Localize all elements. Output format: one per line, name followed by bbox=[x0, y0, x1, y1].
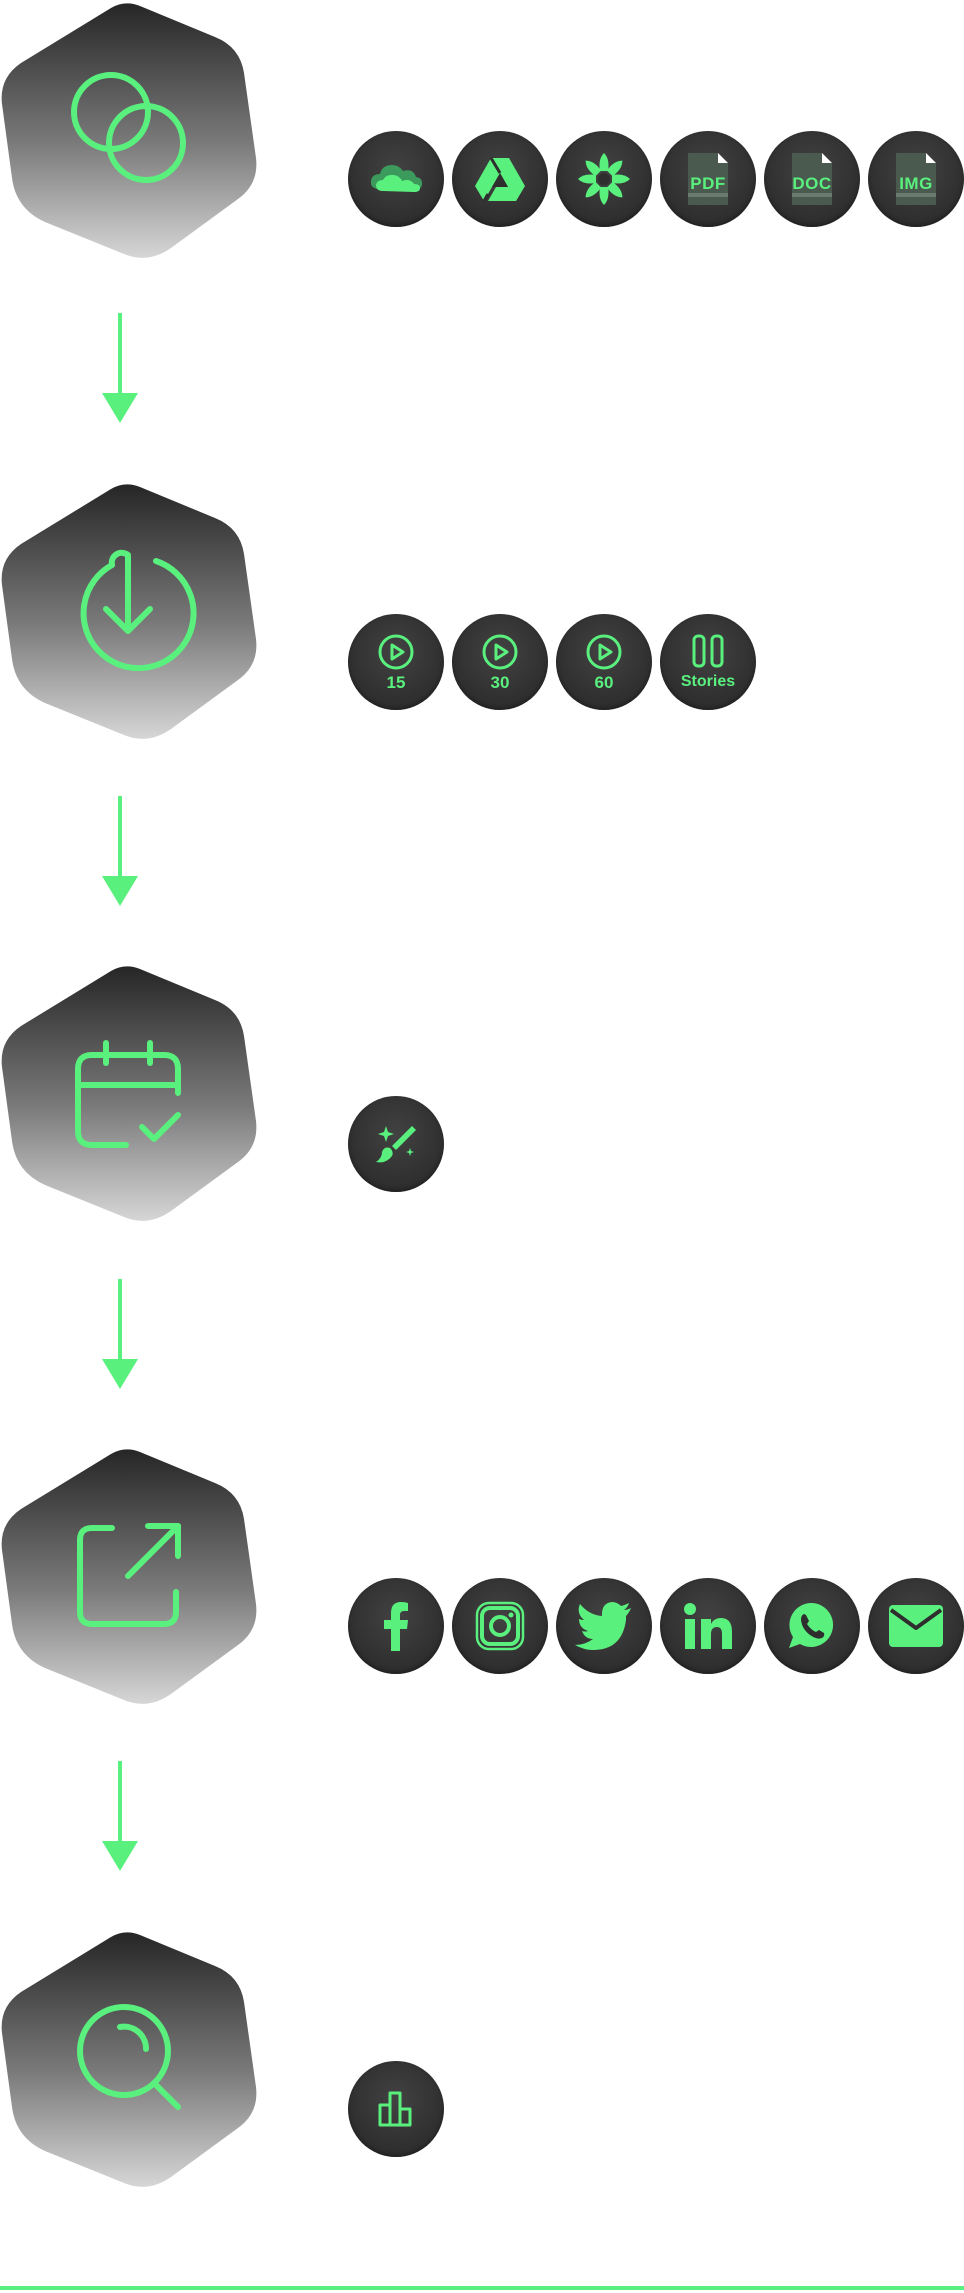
facebook-button[interactable] bbox=[348, 1578, 444, 1674]
play-circle-icon bbox=[586, 634, 622, 669]
step-5-hexagon bbox=[0, 1929, 260, 2189]
flower-logo-icon bbox=[578, 153, 630, 205]
share-external-icon bbox=[77, 1523, 181, 1627]
facebook-icon bbox=[384, 1602, 408, 1651]
analytics-button[interactable] bbox=[348, 2061, 444, 2157]
duration-30-label: 30 bbox=[490, 672, 510, 692]
whatsapp-icon bbox=[789, 1602, 834, 1648]
step-5-integrations bbox=[348, 2061, 452, 2157]
email-button[interactable] bbox=[868, 1578, 964, 1674]
bottom-accent-line bbox=[0, 2286, 964, 2290]
step-4-hexagon bbox=[0, 1446, 260, 1706]
img-file-icon bbox=[896, 153, 936, 205]
step-4-integrations bbox=[348, 1578, 964, 1674]
stories-label: Stories bbox=[680, 673, 736, 690]
duration-15-label: 15 bbox=[386, 672, 406, 692]
step-3-hexagon bbox=[0, 963, 260, 1223]
pdf-file-icon bbox=[688, 153, 728, 205]
play-circle-icon bbox=[482, 634, 518, 669]
img-label: IMG bbox=[899, 174, 933, 193]
bar-chart-icon bbox=[378, 2091, 412, 2127]
step-2-integrations: 15 30 60 Stories bbox=[348, 614, 764, 710]
calendar-check-icon bbox=[75, 1040, 181, 1148]
stories-button[interactable]: Stories bbox=[660, 614, 756, 710]
instagram-button[interactable] bbox=[452, 1578, 548, 1674]
google-drive-icon bbox=[475, 157, 525, 202]
magic-brush-icon bbox=[376, 1126, 416, 1163]
duration-30-button[interactable]: 30 bbox=[452, 614, 548, 710]
twitter-icon bbox=[575, 1602, 631, 1650]
doc-file-icon bbox=[792, 153, 832, 205]
duration-60-label: 60 bbox=[594, 672, 614, 692]
overlapping-circles-icon bbox=[71, 72, 186, 183]
flower-logo-button[interactable] bbox=[556, 131, 652, 227]
whatsapp-button[interactable] bbox=[764, 1578, 860, 1674]
step-1-hexagon bbox=[0, 0, 260, 260]
play-circle-icon bbox=[378, 634, 414, 669]
onedrive-icon bbox=[370, 165, 423, 192]
magic-brush-button[interactable] bbox=[348, 1096, 444, 1192]
email-icon bbox=[889, 1605, 943, 1647]
flow-arrow-1 bbox=[100, 313, 140, 423]
pdf-file-button[interactable]: PDF bbox=[660, 131, 756, 227]
flow-arrow-4 bbox=[100, 1761, 140, 1871]
onedrive-button[interactable] bbox=[348, 131, 444, 227]
linkedin-icon bbox=[684, 1603, 732, 1649]
duration-15-button[interactable]: 15 bbox=[348, 614, 444, 710]
step-2-hexagon bbox=[0, 481, 260, 741]
pdf-label: PDF bbox=[690, 174, 726, 193]
duration-60-button[interactable]: 60 bbox=[556, 614, 652, 710]
flow-arrow-3 bbox=[100, 1279, 140, 1389]
search-icon bbox=[77, 2004, 181, 2110]
img-file-button[interactable]: IMG bbox=[868, 131, 964, 227]
linkedin-button[interactable] bbox=[660, 1578, 756, 1674]
step-3-integrations bbox=[348, 1096, 452, 1192]
flow-arrow-2 bbox=[100, 796, 140, 906]
twitter-button[interactable] bbox=[556, 1578, 652, 1674]
stories-icon bbox=[692, 634, 724, 668]
download-circle-icon bbox=[80, 549, 197, 672]
google-drive-button[interactable] bbox=[452, 131, 548, 227]
instagram-icon bbox=[475, 1601, 525, 1651]
doc-label: DOC bbox=[792, 174, 832, 193]
doc-file-button[interactable]: DOC bbox=[764, 131, 860, 227]
step-1-integrations: PDF DOC IMG bbox=[348, 131, 964, 227]
